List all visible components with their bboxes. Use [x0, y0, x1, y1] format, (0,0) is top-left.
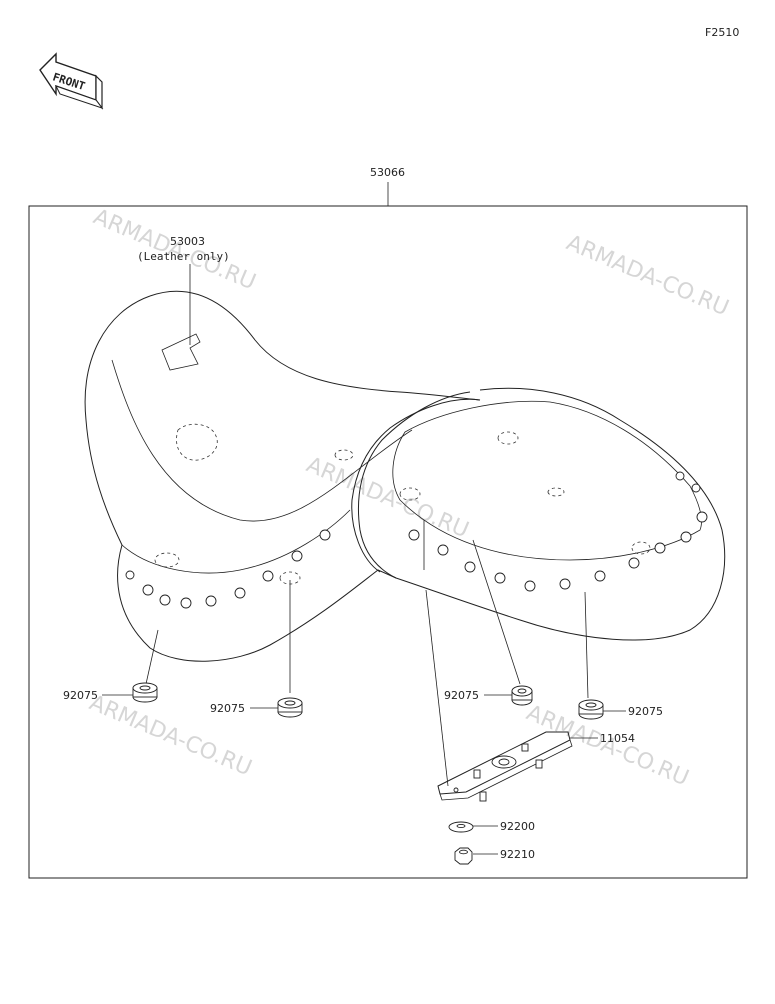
figure-code: F2510 — [705, 26, 739, 39]
damper-c — [511, 685, 533, 706]
damper-a-label: 92075 — [63, 689, 98, 702]
nut-label: 92210 — [500, 848, 535, 861]
front-direction-icon: FRONT — [39, 52, 104, 110]
damper-b-label: 92075 — [210, 702, 245, 715]
leader-lines — [145, 520, 589, 787]
bracket-label: 11054 — [600, 732, 635, 745]
damper-c-label: 92075 — [444, 689, 479, 702]
cover-number: 53003 — [170, 235, 205, 248]
assembly-frame — [28, 205, 748, 879]
nut — [454, 847, 473, 865]
washer-label: 92200 — [500, 820, 535, 833]
assembly-number: 53066 — [370, 166, 405, 179]
watermark-5: ARMADA-CO.RU — [523, 701, 693, 792]
watermarks: ARMADA-CO.RU ARMADA-CO.RU ARMADA-CO.RU A… — [86, 205, 733, 792]
watermark-2: ARMADA-CO.RU — [563, 231, 733, 322]
cover-note: (Leather only) — [137, 250, 230, 263]
damper-a — [132, 682, 158, 703]
damper-d-label: 92075 — [628, 705, 663, 718]
bracket — [437, 731, 573, 802]
washer — [448, 821, 474, 833]
seat-illustration — [84, 290, 726, 662]
watermark-3: ARMADA-CO.RU — [303, 453, 473, 544]
damper-d — [578, 699, 604, 720]
damper-b — [277, 697, 303, 718]
